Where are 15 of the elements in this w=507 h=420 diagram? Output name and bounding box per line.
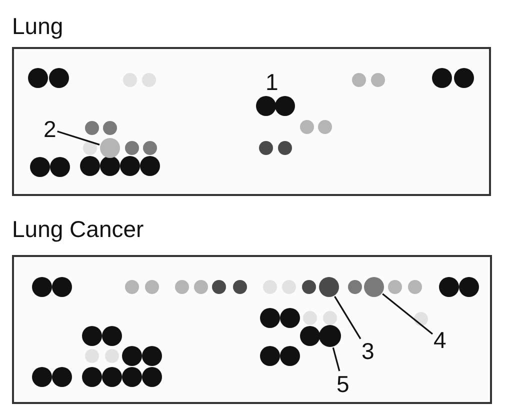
panel-title: Lung	[12, 12, 64, 40]
leader-line	[332, 347, 340, 372]
leader-line	[334, 296, 362, 340]
callout-number: 2	[44, 117, 56, 141]
leader-line	[382, 293, 433, 335]
callout-number: 4	[434, 328, 446, 352]
callout-number: 3	[362, 339, 374, 363]
blot-spot	[364, 277, 384, 297]
blot-spot	[100, 138, 120, 158]
callout-number: 1	[266, 70, 278, 94]
blot-spot	[319, 325, 341, 347]
leader-line	[57, 130, 100, 146]
blot-spot	[319, 277, 339, 297]
callout-number: 5	[336, 372, 350, 396]
panel-title: Lung Cancer	[12, 215, 144, 243]
